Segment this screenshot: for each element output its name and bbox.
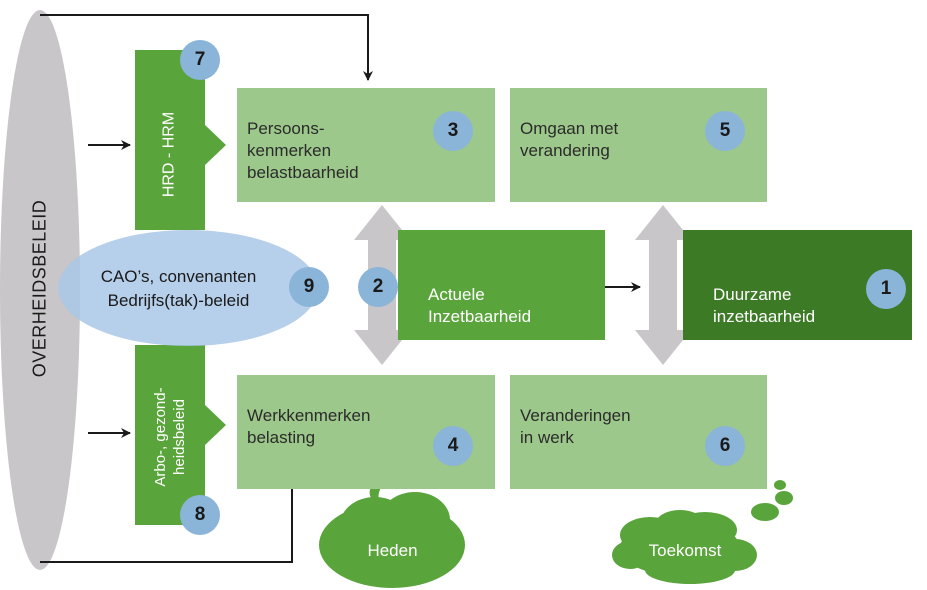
cao-label: CAO’s, convenanten Bedrijfs(tak)-beleid xyxy=(100,267,257,310)
hrd-label: HRD - HRM xyxy=(160,111,178,198)
number-6: 6 xyxy=(705,426,745,466)
number-4: 4 xyxy=(433,426,473,466)
top-arrow xyxy=(40,14,373,81)
number-1: 1 xyxy=(866,269,906,309)
heden-cloud xyxy=(319,484,465,588)
number-7: 7 xyxy=(180,40,220,80)
double-arrow-right xyxy=(635,205,691,365)
box-werkkenmerken-label: Werkkenmerken belasting xyxy=(247,406,371,447)
cao-ellipse xyxy=(58,230,318,346)
number-5: 5 xyxy=(705,111,745,151)
box-omgaan-label: Omgaan met verandering xyxy=(520,119,619,160)
number-9: 9 xyxy=(289,267,329,307)
bottom-arrow xyxy=(40,479,297,563)
arbo-label: Arbo-, gezond- heidsbeleid xyxy=(152,387,188,487)
box-werkkenmerken: Werkkenmerken belasting xyxy=(237,375,495,489)
heden-label: Heden xyxy=(367,541,418,560)
number-2: 2 xyxy=(358,267,398,307)
toekomst-label: Toekomst xyxy=(648,541,722,560)
overheidsbeleid-label: OVERHEIDSBELEID xyxy=(29,199,50,378)
box-persoonskenmerken-label: Persoons- kenmerken belastbaarheid xyxy=(247,119,359,182)
hrd-bar xyxy=(135,50,226,230)
box-actuele: Actuele Inzetbaarheid xyxy=(398,230,605,340)
arbo-bar xyxy=(135,345,226,525)
box-duurzame-label: Duurzame inzetbaarheid xyxy=(713,285,816,326)
toekomst-cloud xyxy=(612,480,793,584)
box-veranderingen-label: Veranderingen in werk xyxy=(520,406,631,447)
box-actuele-label: Actuele Inzetbaarheid xyxy=(428,285,532,326)
number-3: 3 xyxy=(433,111,473,151)
number-8: 8 xyxy=(180,495,220,535)
overheidsbeleid-ellipse xyxy=(0,10,80,570)
box-persoonskenmerken: Persoons- kenmerken belastbaarheid xyxy=(237,88,495,202)
